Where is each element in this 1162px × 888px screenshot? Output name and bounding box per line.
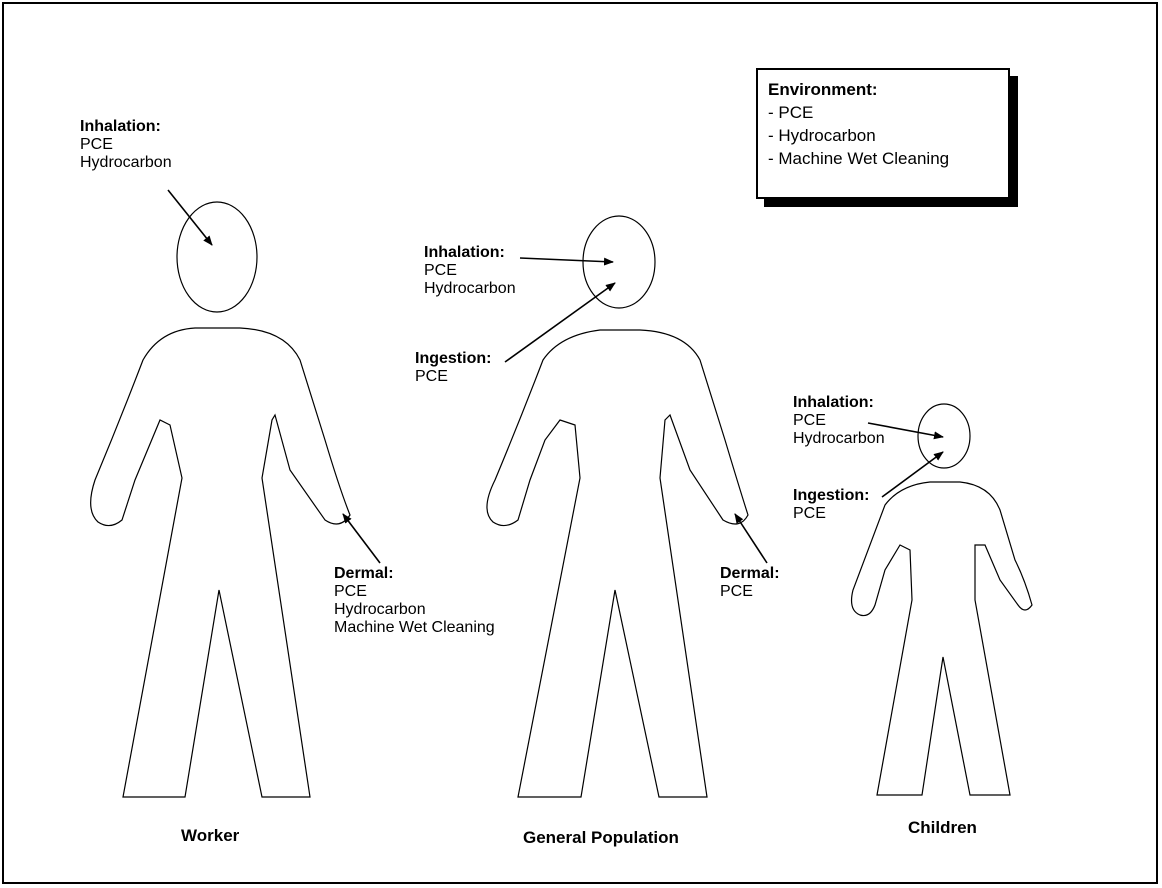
children-figure bbox=[852, 404, 1032, 795]
general-dermal-label: Dermal: PCE bbox=[720, 565, 780, 601]
children-inhalation-label: Inhalation: PCE Hydrocarbon bbox=[793, 394, 885, 448]
general-population-body bbox=[487, 330, 748, 797]
environment-item: - PCE bbox=[768, 101, 998, 124]
worker-inhalation-label: Inhalation: PCE Hydrocarbon bbox=[80, 118, 172, 172]
general-population-caption: General Population bbox=[523, 828, 679, 848]
worker-head bbox=[177, 202, 257, 312]
worker-inhalation-item: Hydrocarbon bbox=[80, 154, 172, 172]
general-dermal-item: PCE bbox=[720, 583, 780, 601]
environment-title: Environment: bbox=[768, 78, 998, 101]
worker-inhalation-item: PCE bbox=[80, 136, 172, 154]
children-body bbox=[852, 482, 1032, 795]
general-inhalation-item: PCE bbox=[424, 262, 516, 280]
worker-dermal-title: Dermal: bbox=[334, 565, 495, 583]
general-inhalation-label: Inhalation: PCE Hydrocarbon bbox=[424, 244, 516, 298]
general-ingestion-title: Ingestion: bbox=[415, 350, 491, 368]
general-inhalation-item: Hydrocarbon bbox=[424, 280, 516, 298]
worker-dermal-item: Machine Wet Cleaning bbox=[334, 619, 495, 637]
worker-dermal-label: Dermal: PCE Hydrocarbon Machine Wet Clea… bbox=[334, 565, 495, 637]
general-ingestion-label: Ingestion: PCE bbox=[415, 350, 491, 386]
worker-body bbox=[91, 328, 350, 797]
environment-box: Environment: - PCE - Hydrocarbon - Machi… bbox=[756, 68, 1010, 199]
general-population-figure bbox=[487, 216, 748, 797]
worker-dermal-item: PCE bbox=[334, 583, 495, 601]
children-ingestion-item: PCE bbox=[793, 505, 869, 523]
children-caption: Children bbox=[908, 818, 977, 838]
environment-item: - Machine Wet Cleaning bbox=[768, 147, 998, 170]
general-ingestion-item: PCE bbox=[415, 368, 491, 386]
worker-figure bbox=[91, 202, 350, 797]
children-inhalation-item: Hydrocarbon bbox=[793, 430, 885, 448]
children-ingestion-label: Ingestion: PCE bbox=[793, 487, 869, 523]
general-dermal-title: Dermal: bbox=[720, 565, 780, 583]
worker-dermal-arrow bbox=[343, 514, 380, 563]
children-ingestion-title: Ingestion: bbox=[793, 487, 869, 505]
environment-item: - Hydrocarbon bbox=[768, 124, 998, 147]
worker-dermal-item: Hydrocarbon bbox=[334, 601, 495, 619]
general-inhalation-title: Inhalation: bbox=[424, 244, 516, 262]
children-inhalation-item: PCE bbox=[793, 412, 885, 430]
general-population-head bbox=[583, 216, 655, 308]
children-inhalation-title: Inhalation: bbox=[793, 394, 885, 412]
children-head bbox=[918, 404, 970, 468]
worker-caption: Worker bbox=[181, 826, 239, 846]
general-dermal-arrow bbox=[735, 514, 767, 563]
worker-inhalation-title: Inhalation: bbox=[80, 118, 172, 136]
